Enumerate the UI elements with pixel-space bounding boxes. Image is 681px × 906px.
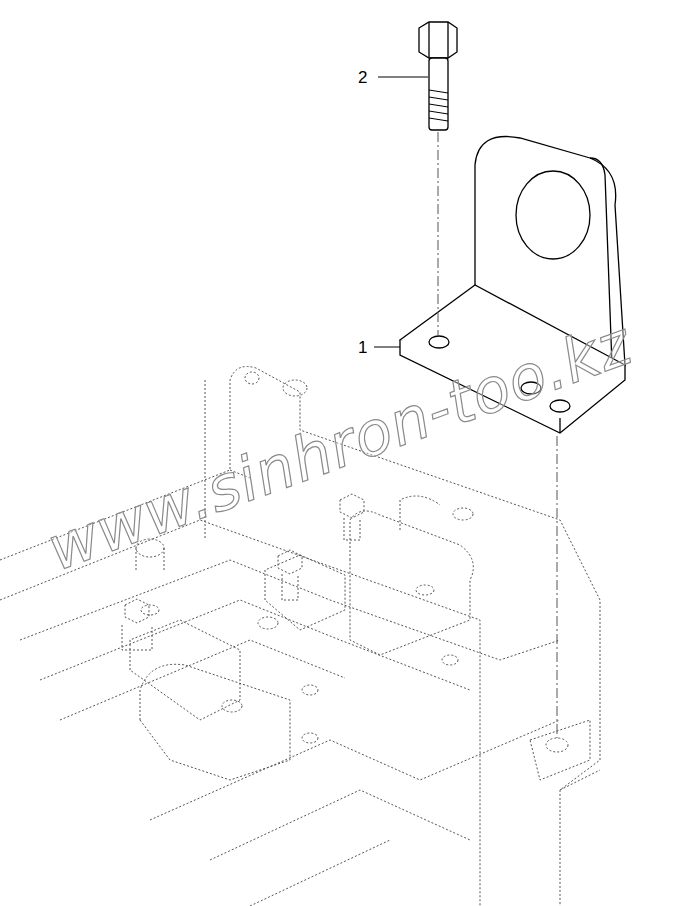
watermark: www.sinhron-too.kz bbox=[40, 313, 640, 581]
callout-number: 1 bbox=[358, 339, 367, 356]
leader-line bbox=[374, 77, 428, 347]
hex-bolt bbox=[419, 22, 457, 130]
callout-number: 2 bbox=[358, 69, 367, 86]
